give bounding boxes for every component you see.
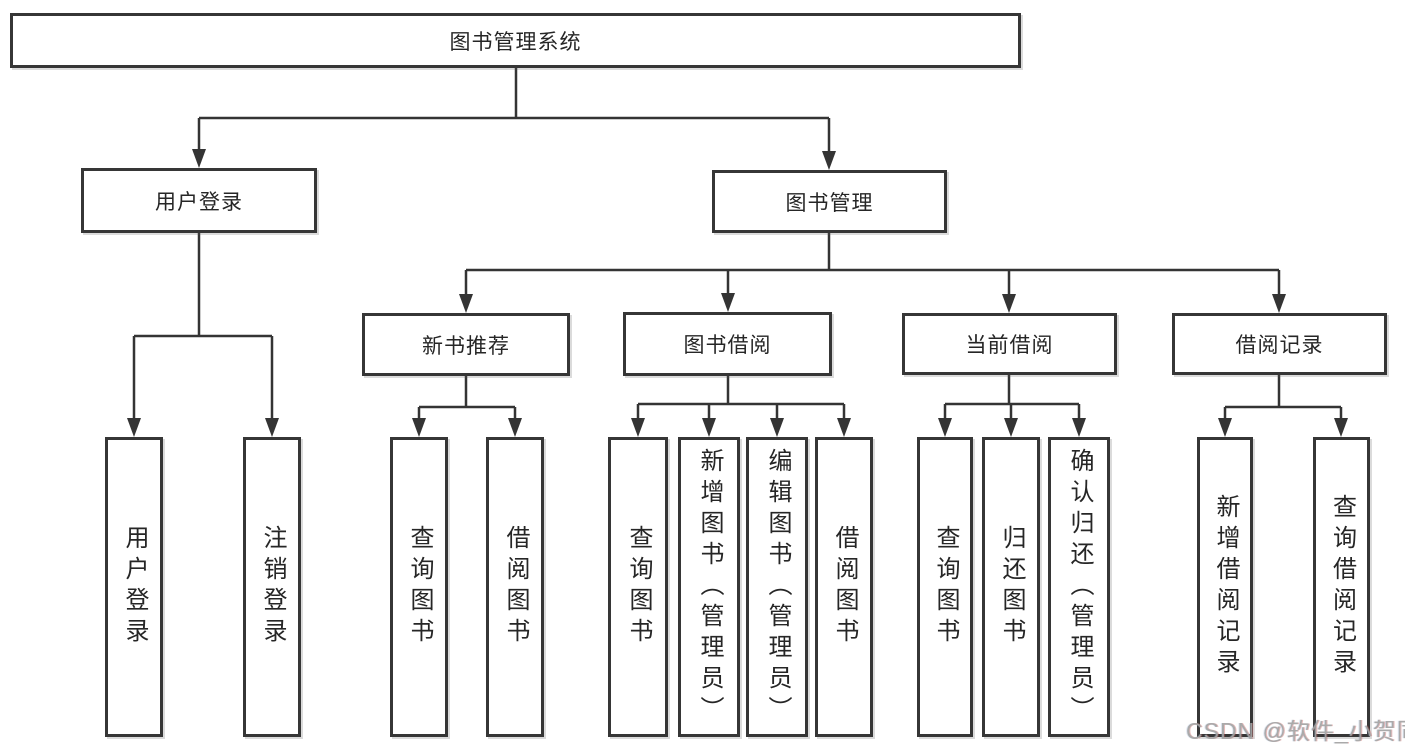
node-leaf-query-books-recommend: 查询图书 xyxy=(390,437,448,737)
csdn-watermark: CSDN @软件_小贺同学 xyxy=(1186,718,1405,744)
connector-borrowing-records-children xyxy=(1218,375,1348,437)
node-book-management: 图书管理 xyxy=(712,170,947,233)
connector-root-to-level2 xyxy=(192,68,836,170)
node-leaf-query-books-borrowing: 查询图书 xyxy=(608,437,668,737)
node-leaf-edit-books-admin: 编辑图书（管理员） xyxy=(746,437,808,737)
node-leaf-add-books-admin: 新增图书（管理员） xyxy=(678,437,740,737)
connector-book-borrowing-children xyxy=(631,376,851,437)
node-library-system: 图书管理系统 xyxy=(10,13,1021,68)
node-leaf-query-borrow-record: 查询借阅记录 xyxy=(1313,437,1370,737)
node-leaf-logout: 注销登录 xyxy=(243,437,301,737)
node-current-borrowing: 当前借阅 xyxy=(902,313,1117,375)
node-new-book-recommend: 新书推荐 xyxy=(362,313,570,376)
connector-book-management-children xyxy=(459,233,1286,313)
connector-new-book-recommend-children xyxy=(412,376,522,437)
node-leaf-query-books-current: 查询图书 xyxy=(917,437,973,737)
node-leaf-user-login: 用户登录 xyxy=(105,437,163,737)
node-leaf-borrow-books: 借阅图书 xyxy=(815,437,873,737)
node-user-login: 用户登录 xyxy=(81,168,317,233)
node-book-borrowing: 图书借阅 xyxy=(623,312,832,376)
connector-user-login-children xyxy=(127,233,279,437)
connector-current-borrowing-children xyxy=(938,375,1086,437)
node-leaf-borrow-books-recommend: 借阅图书 xyxy=(486,437,544,737)
node-leaf-confirm-return-admin: 确认归还（管理员） xyxy=(1048,437,1110,737)
node-leaf-add-borrow-record: 新增借阅记录 xyxy=(1197,437,1253,737)
node-borrowing-records: 借阅记录 xyxy=(1172,313,1387,375)
node-leaf-return-books: 归还图书 xyxy=(982,437,1040,737)
